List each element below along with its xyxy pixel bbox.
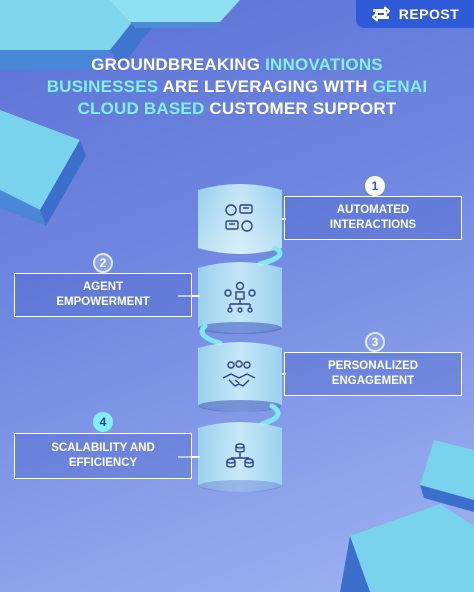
decorative-cube-top-center	[110, 0, 240, 28]
decorative-cube-bottom-right	[340, 504, 474, 592]
title-highlight: CLOUD BASED	[77, 99, 205, 118]
step-2-number: 2	[93, 253, 113, 273]
handshake-icon	[222, 360, 256, 387]
title-highlight: GENAI	[372, 77, 428, 96]
step-4-number: 4	[93, 412, 113, 432]
spiral-connector-3	[259, 403, 281, 427]
step-3-label-box: PERSONALIZED ENGAGEMENT	[284, 352, 462, 396]
repost-button[interactable]: REPOST	[356, 0, 474, 28]
step-4-label-box: SCALABILITY AND EFFICIENCY	[14, 433, 192, 479]
decorative-cube-left	[0, 110, 86, 226]
spiral-connector-1	[257, 245, 283, 267]
step-3-number: 3	[365, 332, 385, 352]
step-1-number: 1	[365, 176, 385, 196]
decorative-cube-right	[420, 440, 474, 512]
cylinder-segment-2	[198, 262, 282, 334]
connector-2	[178, 295, 200, 297]
title-highlight: INNOVATIONS	[265, 55, 383, 74]
cylinder-segment-1	[198, 184, 282, 254]
title-text: GROUNDBREAKING	[91, 55, 266, 74]
team-network-icon	[224, 281, 256, 313]
step-2-label: AGENT EMPOWERMENT	[56, 281, 150, 308]
people-chat-icon	[225, 204, 253, 232]
title-text: ARE LEVERAGING WITH	[158, 77, 373, 96]
step-2-label-box: AGENT EMPOWERMENT	[14, 273, 192, 317]
repost-icon	[371, 6, 390, 22]
title-highlight: BUSINESSES	[46, 77, 159, 96]
page-title: GROUNDBREAKING INNOVATIONS BUSINESSES AR…	[0, 54, 474, 120]
step-1-label: AUTOMATED INTERACTIONS	[329, 204, 417, 231]
database-sync-icon	[226, 443, 254, 468]
step-4-label: SCALABILITY AND EFFICIENCY	[51, 442, 155, 469]
connector-4	[178, 456, 200, 458]
step-3-label: PERSONALIZED ENGAGEMENT	[327, 360, 419, 387]
repost-label: REPOST	[398, 6, 460, 22]
step-1-label-box: AUTOMATED INTERACTIONS	[284, 196, 462, 240]
title-text: CUSTOMER SUPPORT	[204, 99, 397, 118]
spiral-connector-2	[199, 323, 223, 346]
stacked-cylinders	[198, 184, 283, 492]
